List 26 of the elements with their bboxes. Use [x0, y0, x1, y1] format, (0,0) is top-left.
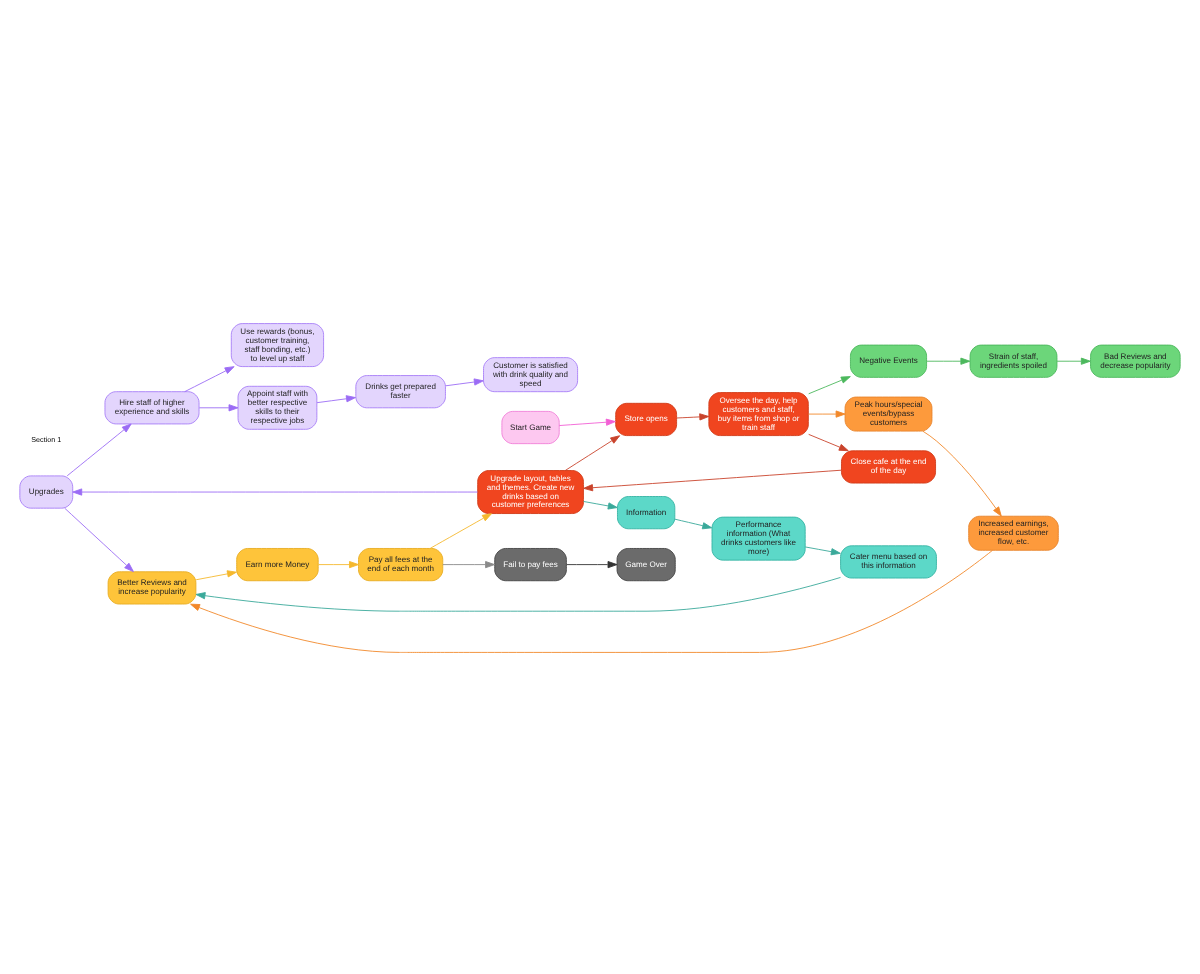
- arrow: [66, 422, 132, 476]
- arrow: [317, 560, 359, 568]
- arrow: [926, 356, 971, 364]
- arrow: [808, 409, 846, 417]
- arrow: [804, 545, 841, 555]
- arrow: [564, 434, 621, 470]
- arrow: [808, 375, 851, 394]
- arrow: [583, 468, 842, 491]
- arrow: [583, 500, 618, 509]
- arrow: [198, 403, 239, 411]
- arrow: [445, 377, 484, 386]
- arrow: [1056, 356, 1091, 364]
- arrow: [195, 569, 237, 580]
- arrow: [316, 394, 356, 403]
- arrow: [184, 365, 235, 392]
- arrow: [922, 429, 1002, 516]
- arrow: [195, 576, 841, 611]
- arrow: [566, 560, 618, 568]
- arrow: [674, 517, 713, 529]
- arrow: [429, 512, 492, 548]
- arrow: [72, 487, 478, 495]
- arrow: [676, 412, 710, 420]
- arrow: [64, 506, 134, 571]
- arrow: [442, 560, 495, 568]
- arrow: [558, 417, 616, 425]
- arrow: [808, 432, 849, 451]
